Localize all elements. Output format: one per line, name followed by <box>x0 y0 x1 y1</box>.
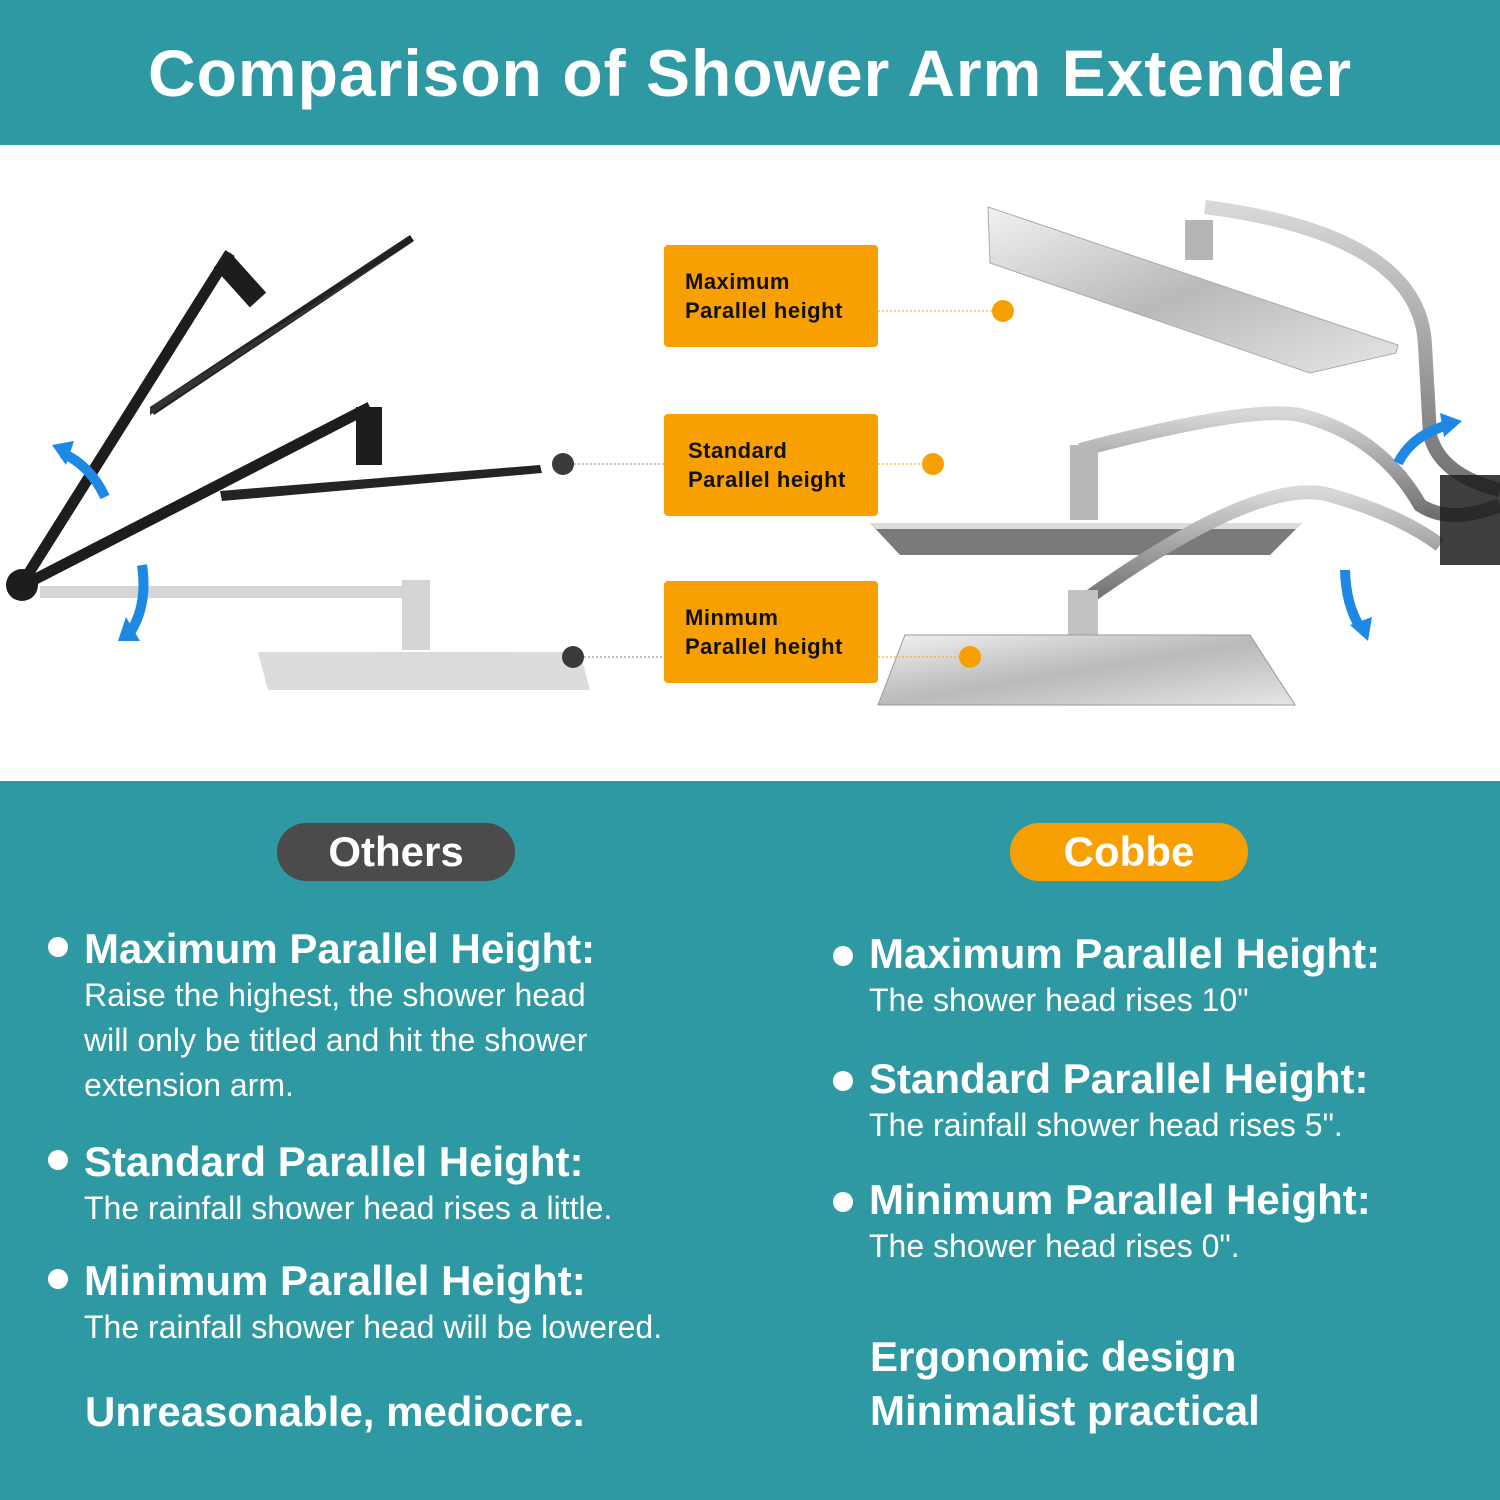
label-line-2: Parallel height <box>688 467 846 492</box>
others-item-maximum: Maximum Parallel Height: Raise the highe… <box>48 925 788 1108</box>
tilt-down-arrow-icon <box>1340 569 1365 630</box>
label-line-2: Parallel height <box>685 298 843 323</box>
label-standard-parallel-height: Standard Parallel height <box>664 414 878 516</box>
header-banner: Comparison of Shower Arm Extender <box>0 0 1500 145</box>
item-title: Minimum Parallel Height: <box>869 1176 1371 1223</box>
cobbe-item-minimum: Minimum Parallel Height: The shower head… <box>833 1176 1473 1269</box>
others-lowered-position <box>40 580 590 690</box>
cobbe-summary-line: Ergonomic design <box>870 1333 1237 1380</box>
item-title: Standard Parallel Height: <box>869 1055 1369 1102</box>
label-line-1: Minmum <box>685 605 779 630</box>
bullet-dot <box>833 946 853 966</box>
item-title: Standard Parallel Height: <box>84 1138 584 1185</box>
others-shower-illustration <box>6 235 664 690</box>
shower-arm-illustration <box>6 200 1500 706</box>
cobbe-summary-line: Minimalist practical <box>870 1387 1260 1434</box>
label-line-1: Maximum <box>685 269 790 294</box>
bullet-dot <box>48 1269 68 1289</box>
item-desc-line: The rainfall shower head rises 5". <box>869 1107 1343 1143</box>
label-minimum-parallel-height: Minmum Parallel height <box>664 581 878 683</box>
label-maximum-parallel-height: Maximum Parallel height <box>664 245 878 347</box>
cobbe-shower-illustration <box>870 200 1500 706</box>
item-title: Minimum Parallel Height: <box>84 1257 586 1304</box>
item-desc-line: The shower head rises 0". <box>869 1228 1240 1264</box>
tilt-up-arrow-icon <box>1393 420 1450 466</box>
bullet-dot <box>833 1192 853 1212</box>
item-desc-line: extension arm. <box>84 1067 294 1103</box>
bullet-dot <box>48 937 68 957</box>
cobbe-item-maximum: Maximum Parallel Height: The shower head… <box>833 930 1473 1023</box>
cobbe-item-standard: Standard Parallel Height: The rainfall s… <box>833 1055 1473 1148</box>
bullet-dot <box>48 1150 68 1170</box>
others-summary: Unreasonable, mediocre. <box>85 1388 585 1435</box>
item-desc-line: The shower head rises 10" <box>869 982 1249 1018</box>
item-title: Maximum Parallel Height: <box>869 930 1381 977</box>
item-desc-line: The rainfall shower head rises a little. <box>84 1190 613 1226</box>
others-feature-list: Maximum Parallel Height: Raise the highe… <box>48 925 788 1350</box>
label-line-1: Standard <box>688 438 788 463</box>
bullet-dot <box>833 1071 853 1091</box>
item-desc-line: The rainfall shower head will be lowered… <box>84 1309 663 1345</box>
others-item-standard: Standard Parallel Height: The rainfall s… <box>48 1138 788 1231</box>
page-title: Comparison of Shower Arm Extender <box>147 35 1353 110</box>
item-desc-line: Raise the highest, the shower head <box>84 977 586 1013</box>
item-desc-line: will only be titled and hit the shower <box>84 1022 588 1058</box>
cobbe-badge: Cobbe <box>1010 823 1248 881</box>
cobbe-summary: Ergonomic design Minimalist practical <box>870 1330 1260 1438</box>
others-item-minimum: Minimum Parallel Height: The rainfall sh… <box>48 1257 788 1350</box>
tilt-down-arrow-icon <box>125 564 149 636</box>
product-illustration-panel: Maximum Parallel height Standard Paralle… <box>0 145 1500 781</box>
others-badge: Others <box>277 823 515 881</box>
item-title: Maximum Parallel Height: <box>84 925 596 972</box>
cobbe-feature-list: Maximum Parallel Height: The shower head… <box>833 930 1473 1269</box>
label-line-2: Parallel height <box>685 634 843 659</box>
